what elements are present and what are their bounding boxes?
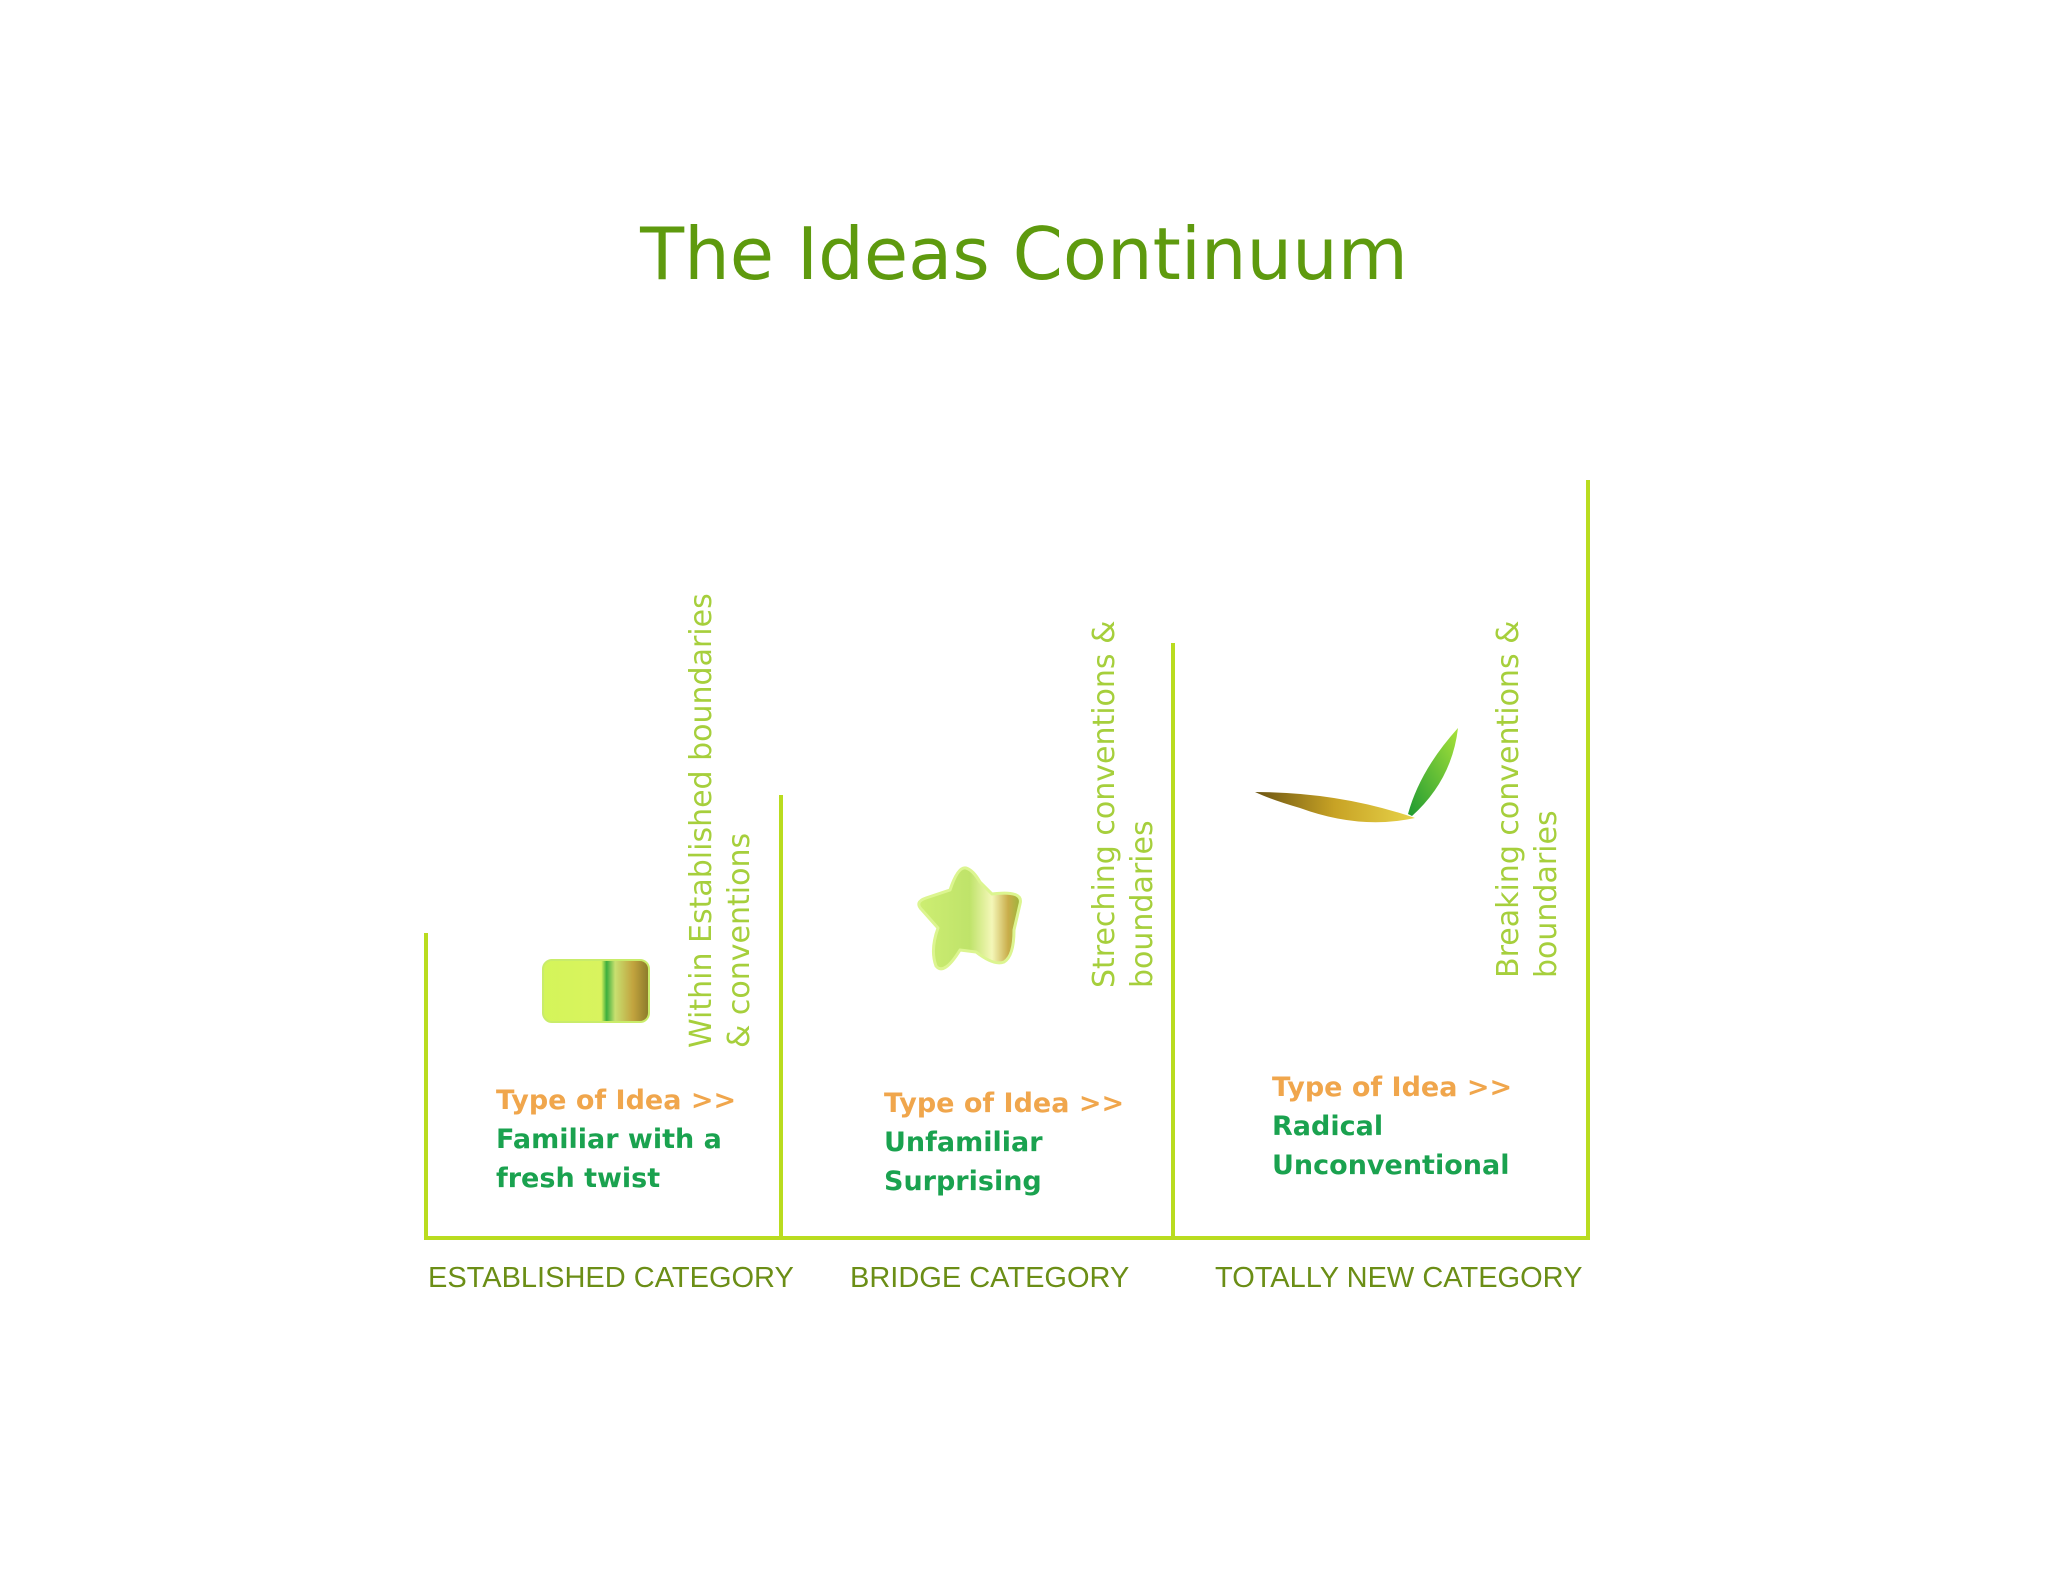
boundary-text-new: Breaking conventions & boundaries bbox=[1490, 620, 1566, 978]
idea-block-established: Type of Idea >> Familiar with a fresh tw… bbox=[496, 1081, 736, 1198]
boundary-line: Streching conventions & bbox=[1087, 620, 1122, 989]
category-label-established: ESTABLISHED CATEGORY bbox=[428, 1262, 794, 1294]
star-icon bbox=[917, 866, 1022, 971]
idea-desc-line: Surprising bbox=[884, 1166, 1042, 1197]
continuum-frame bbox=[424, 480, 1590, 1240]
boundary-line: Within Established boundaries bbox=[684, 593, 719, 1048]
idea-desc-line: fresh twist bbox=[496, 1163, 661, 1194]
category-label-bridge: BRIDGE CATEGORY bbox=[850, 1262, 1130, 1294]
boundary-line: Breaking conventions & bbox=[1491, 620, 1526, 978]
boundary-text-bridge: Streching conventions & boundaries bbox=[1086, 621, 1162, 989]
boundary-line: & conventions bbox=[722, 832, 757, 1048]
idea-desc-line: Unfamiliar bbox=[884, 1127, 1043, 1158]
boundary-line: boundaries bbox=[1529, 810, 1564, 978]
boundary-line: boundaries bbox=[1125, 820, 1160, 988]
idea-block-new: Type of Idea >> Radical Unconventional bbox=[1272, 1068, 1512, 1185]
idea-type-label: Type of Idea >> bbox=[1272, 1072, 1513, 1103]
idea-desc-line: Familiar with a bbox=[496, 1124, 722, 1155]
page-title: The Ideas Continuum bbox=[640, 212, 1408, 296]
idea-desc-line: Radical bbox=[1272, 1111, 1384, 1142]
idea-block-bridge: Type of Idea >> Unfamiliar Surprising bbox=[884, 1084, 1124, 1201]
boundary-text-established: Within Established boundaries & conventi… bbox=[683, 593, 759, 1048]
idea-desc-line: Unconventional bbox=[1272, 1150, 1510, 1181]
idea-type-label: Type of Idea >> bbox=[496, 1085, 737, 1116]
category-label-new: TOTALLY NEW CATEGORY bbox=[1215, 1262, 1583, 1294]
idea-type-label: Type of Idea >> bbox=[884, 1088, 1125, 1119]
sprout-icon bbox=[1255, 728, 1458, 823]
rectangle-icon bbox=[542, 959, 650, 1023]
